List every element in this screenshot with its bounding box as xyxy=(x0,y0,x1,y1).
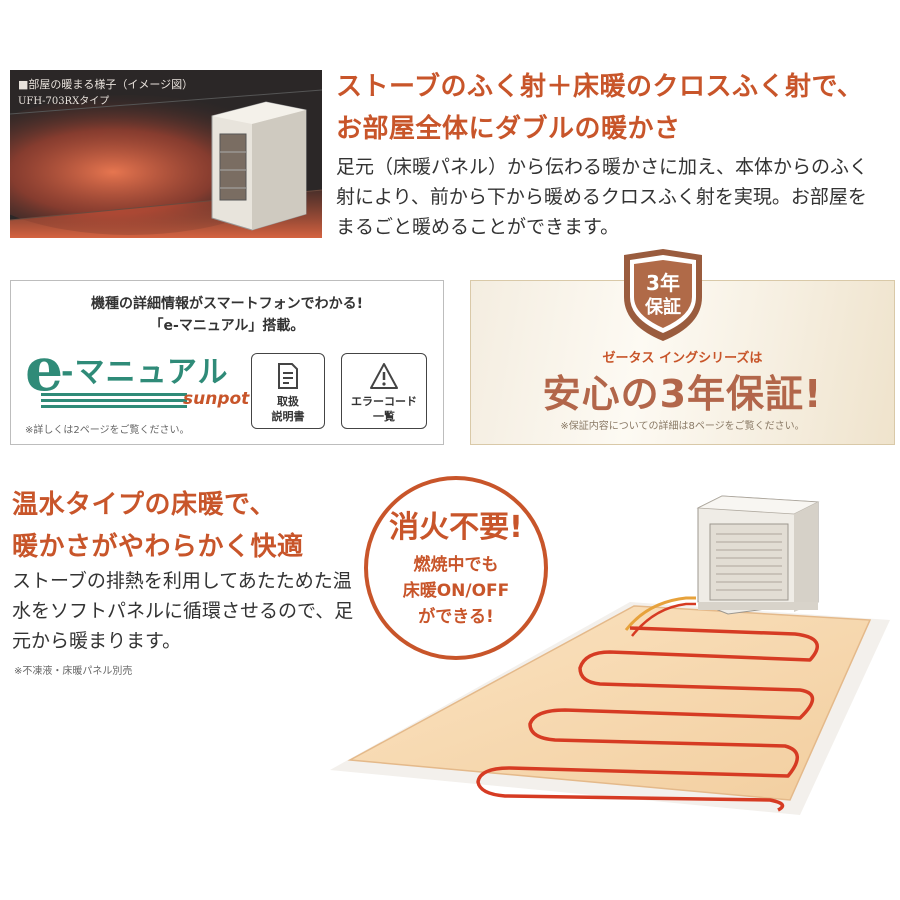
model-caption: UFH-703RXタイプ xyxy=(18,96,110,107)
warranty-headline: 安心の3年保証! xyxy=(471,363,894,418)
shield-line1: 3年 xyxy=(646,271,680,295)
no-extinguish-badge: 消火不要! 燃焼中でも 床暖ON/OFF ができる! xyxy=(364,476,548,660)
section1-body: 足元（床暖パネル）から伝わる暖かさに加え、本体からのふく射により、前から下から暖… xyxy=(336,156,869,238)
warranty-headline-a: 安心の xyxy=(542,372,660,416)
section1-title-line2: お部屋全体にダブルの暖かさ xyxy=(336,114,681,144)
heater-icon xyxy=(211,101,307,231)
warranty-note: ※保証内容についての詳細は8ページをご覧ください。 xyxy=(560,421,805,432)
emanual-logo-text: -マニュアル xyxy=(61,355,229,390)
emanual-logo: e -マニュアル sunpot xyxy=(25,335,250,417)
section2-title-line1: 温水タイプの床暖で、 xyxy=(12,490,276,520)
room-heating-image: ■部屋の暖まる様子（イメージ図） UFH-703RXタイプ xyxy=(10,70,322,238)
warning-icon xyxy=(370,363,398,389)
badge-line1: 燃焼中でも xyxy=(413,555,499,575)
floor-heating-illustration xyxy=(330,495,890,815)
warranty-subtitle: ゼータス イングシリーズは xyxy=(602,351,763,366)
shield-line2: 保証 xyxy=(645,297,681,318)
error-code-button[interactable]: エラーコード 一覧 xyxy=(341,353,427,429)
heating-pipe xyxy=(476,626,819,812)
emanual-box: 機種の詳細情報がスマートフォンでわかる! 「e-マニュアル」搭載。 e -マニュ… xyxy=(10,280,444,445)
heater-unit-icon xyxy=(696,495,820,615)
manual-button[interactable]: 取扱 説明書 xyxy=(251,353,325,429)
floor-panel xyxy=(347,605,872,801)
emanual-note: ※詳しくは2ページをご覧ください。 xyxy=(25,425,190,436)
emanual-logo-brand: sunpot xyxy=(183,389,250,409)
section2-body: ストーブの排熱を利用してあたためた温水をソフトパネルに循環させるので、足元から暖… xyxy=(12,570,354,652)
shield-shape xyxy=(624,249,702,341)
emanual-line2: 「e-マニュアル」搭載。 xyxy=(149,318,305,334)
emanual-logo-stripes xyxy=(41,393,187,409)
room-illustration xyxy=(10,70,322,238)
badge-line2: 床暖ON/OFF xyxy=(402,581,510,601)
room-caption: ■部屋の暖まる様子（イメージ図） xyxy=(18,78,194,91)
emanual-line1: 機種の詳細情報がスマートフォンでわかる! xyxy=(91,296,363,312)
manual-button-label: 取扱 説明書 xyxy=(271,395,305,423)
pipe-connection xyxy=(624,596,696,631)
warranty-shield-icon: 3年 保証 xyxy=(620,247,706,343)
section2-note: ※不凍液・床暖パネル別売 xyxy=(14,666,133,677)
badge-title: 消火不要! xyxy=(389,510,523,545)
error-code-button-label: エラーコード 一覧 xyxy=(351,395,417,423)
section1-title-line1: ストーブのふく射＋床暖のクロスふく射で、 xyxy=(336,72,864,102)
badge-line3: ができる! xyxy=(418,607,494,627)
section2-title-line2: 暖かさがやわらかく快適 xyxy=(12,532,304,562)
warranty-headline-b: 3年保証! xyxy=(659,372,823,416)
document-icon xyxy=(278,363,298,389)
